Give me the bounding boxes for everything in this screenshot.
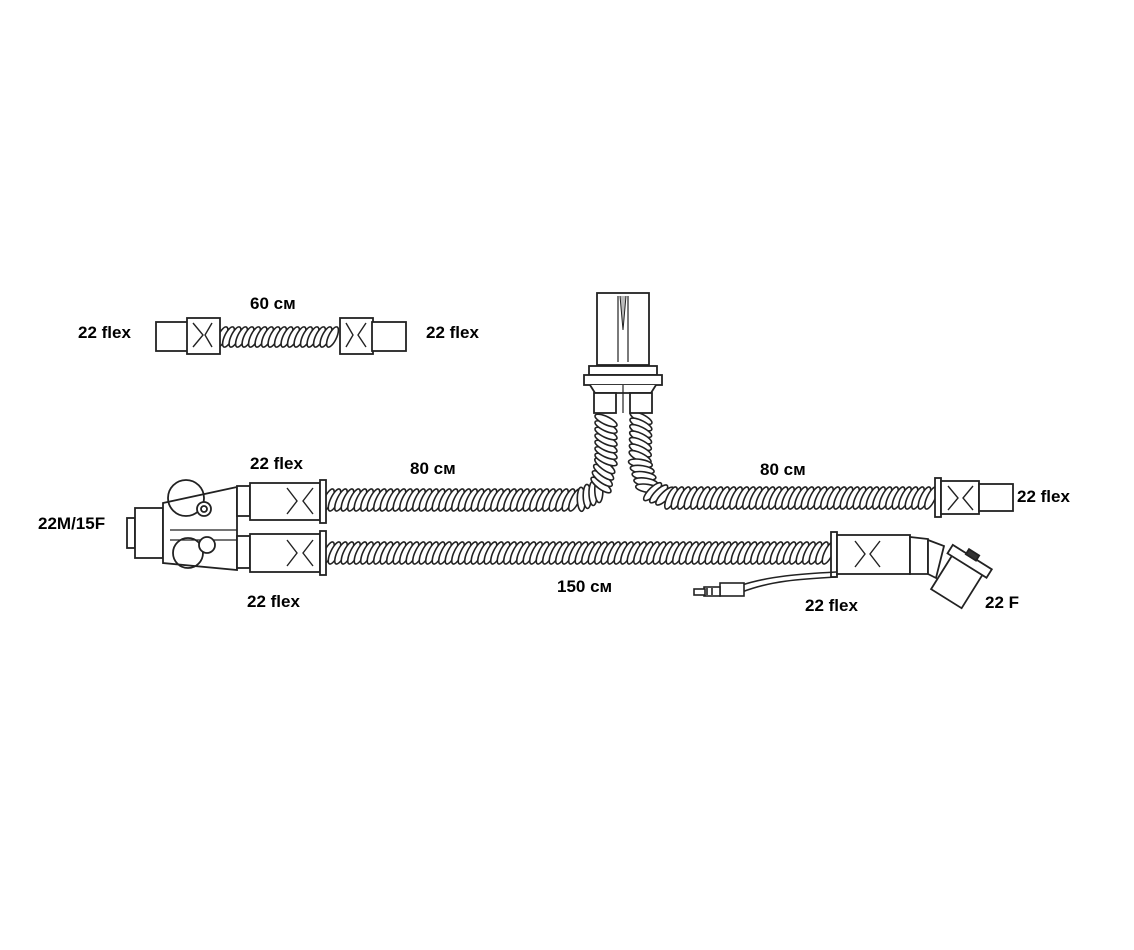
patient-connector-label: 22M/15F (38, 514, 106, 533)
upper-right-hose-length-label: 80 см (760, 460, 806, 479)
lower-hose-tube (320, 541, 836, 565)
expiratory-connector-label: 22 flex (247, 592, 300, 611)
lower-right-connector-label: 22 flex (805, 596, 858, 615)
short-hose-assembly (155, 317, 407, 355)
inspiratory-connector-label: 22 flex (250, 454, 303, 473)
short-hose-left-connector (155, 317, 221, 355)
lower-hose-length-label: 150 см (557, 577, 613, 596)
corrugated-hoses (215, 326, 939, 565)
expiratory-limb-connector (249, 530, 327, 576)
elbow-connector (927, 538, 994, 610)
upper-left-hose-length-label: 80 см (410, 459, 456, 478)
inspiratory-limb-connector (249, 479, 327, 524)
short-hose-right-connector (339, 317, 407, 355)
elbow-connector-label: 22 F (985, 593, 1020, 612)
short-hose-left-connector-label: 22 flex (78, 323, 131, 342)
y-piece-port (583, 292, 663, 414)
upper-right-connector (934, 477, 1014, 518)
left-manifold (126, 479, 251, 571)
upper-right-connector-label: 22 flex (1017, 487, 1070, 506)
upper-left-hose-tube (320, 413, 618, 513)
lower-right-connector (830, 531, 929, 578)
short-hose-length-label: 60 см (250, 294, 296, 313)
short-hose-right-connector-label: 22 flex (426, 323, 479, 342)
upper-right-hose-tube (627, 410, 939, 510)
gas-sample-line (693, 571, 837, 597)
short-hose-tube (215, 326, 340, 348)
